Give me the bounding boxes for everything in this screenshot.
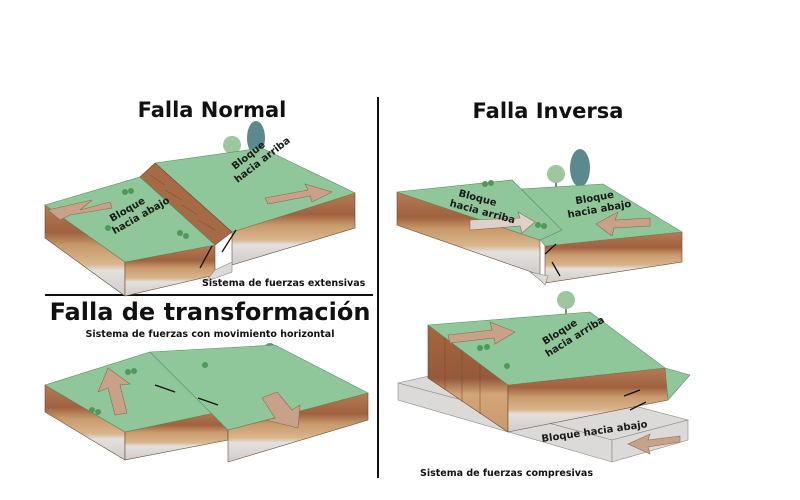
normal-fault-panel: Falla Normal Bloquehacia arriba Bloqueha…: [44, 98, 366, 297]
motion-arrows-icon: [154, 384, 219, 406]
shrub-icon: [89, 362, 208, 415]
arrow-right-icon: [264, 183, 333, 205]
normal-fault-caption: Sistema de fuerzas extensivas: [202, 278, 366, 289]
arrow-left-icon: [595, 211, 651, 237]
normal-fault-title: Falla Normal: [138, 98, 287, 122]
arrow-down-icon: [261, 391, 301, 429]
transform-fault-title: Falla de transformación: [50, 298, 371, 326]
motion-arrows-icon: [544, 243, 561, 277]
arrow-right-icon: [469, 211, 536, 234]
transform-fault-caption: Sistema de fuerzas con movimiento horizo…: [86, 329, 335, 340]
reverse-fault-title: Falla Inversa: [473, 99, 624, 123]
transform-fault-panel: Falla de transformación Sistema de fuerz…: [44, 298, 371, 463]
reverse-fault-caption: Sistema de fuerzas compresivas: [420, 468, 593, 479]
shrub-icon: [477, 344, 510, 369]
motion-arrows-icon: [623, 389, 647, 411]
arrow-left-icon: [47, 199, 113, 221]
motion-arrows-icon: [199, 229, 237, 269]
arrow-right-icon: [447, 321, 516, 345]
shrub-icon: [482, 180, 547, 229]
tree-icon: [547, 149, 590, 192]
reverse-fault-panel: Falla Inversa Bloquehacia arriba Bloqueh…: [396, 99, 691, 479]
arrow-up-icon: [97, 367, 131, 416]
arrow-left-icon: [627, 433, 681, 455]
shrub-icon: [105, 188, 189, 239]
